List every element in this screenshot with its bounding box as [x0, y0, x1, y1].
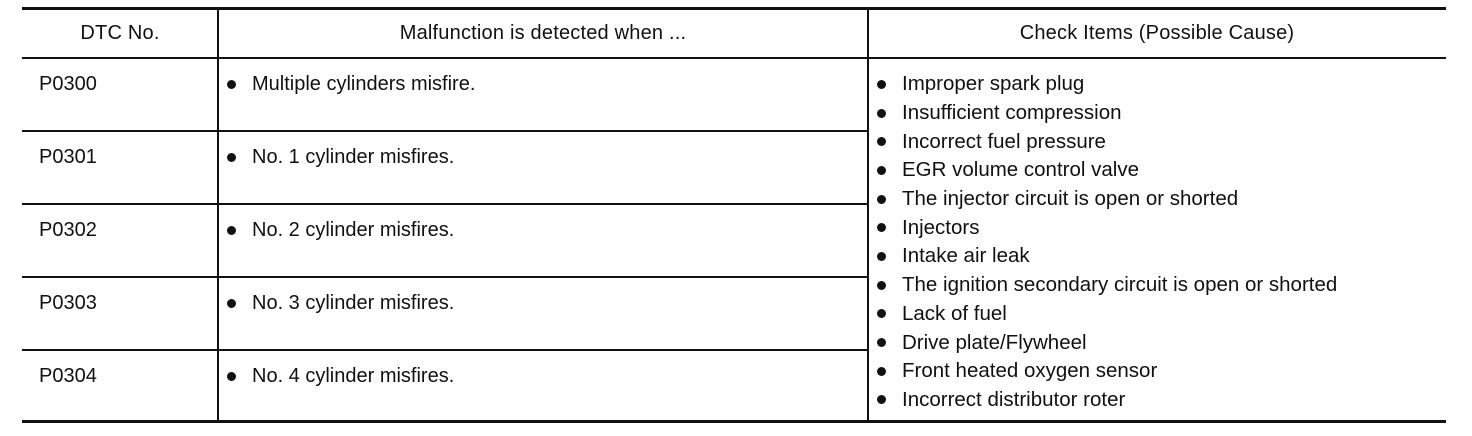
- check-items-list: Improper spark plug Insufficient compres…: [877, 70, 1337, 414]
- bullet-icon: [877, 194, 886, 204]
- list-item: The ignition secondary circuit is open o…: [877, 271, 1337, 300]
- check-item-text: Intake air leak: [902, 244, 1030, 268]
- list-item: Drive plate/Flywheel: [877, 328, 1337, 357]
- list-item: Injectors: [877, 213, 1337, 242]
- header-divider: [22, 57, 1446, 59]
- malfunction-cell: No. 2 cylinder misfires.: [227, 219, 454, 242]
- check-item-text: Insufficient compression: [902, 101, 1122, 125]
- list-item: Lack of fuel: [877, 300, 1337, 329]
- dtc-code: P0301: [39, 146, 97, 168]
- bullet-icon: [227, 372, 236, 381]
- table-row: P0300 Multiple cylinders misfire.: [22, 59, 868, 131]
- check-item-text: EGR volume control valve: [902, 158, 1139, 182]
- bullet-icon: [227, 80, 236, 89]
- check-item-text: Injectors: [902, 215, 980, 239]
- malfunction-cell: No. 1 cylinder misfires.: [227, 146, 454, 169]
- list-item: Insufficient compression: [877, 99, 1337, 128]
- table-row: P0302 No. 2 cylinder misfires.: [22, 205, 868, 277]
- list-item: Front heated oxygen sensor: [877, 357, 1337, 386]
- bullet-icon: [877, 251, 886, 261]
- row-divider: [22, 276, 868, 278]
- malfunction-cell: No. 4 cylinder misfires.: [227, 365, 454, 388]
- malfunction-text: No. 1 cylinder misfires.: [252, 146, 455, 168]
- check-item-text: The ignition secondary circuit is open o…: [902, 273, 1338, 297]
- malfunction-text: Multiple cylinders misfire.: [252, 73, 476, 95]
- dtc-code: P0302: [39, 219, 97, 241]
- bullet-icon: [877, 309, 886, 319]
- dtc-code: P0300: [39, 73, 97, 95]
- bullet-icon: [877, 366, 886, 376]
- bullet-icon: [877, 338, 886, 348]
- header-check-items: Check Items (Possible Cause): [1019, 22, 1295, 44]
- table-row: P0303 No. 3 cylinder misfires.: [22, 278, 868, 350]
- check-item-text: Incorrect distributor roter: [902, 387, 1126, 411]
- malfunction-text: No. 2 cylinder misfires.: [252, 219, 455, 241]
- dtc-code: P0304: [39, 365, 97, 387]
- check-item-text: Drive plate/Flywheel: [902, 330, 1087, 354]
- table-row: P0301 No. 1 cylinder misfires.: [22, 132, 868, 204]
- column-divider-2: [867, 10, 869, 420]
- malfunction-cell: Multiple cylinders misfire.: [227, 73, 475, 96]
- list-item: Improper spark plug: [877, 70, 1337, 99]
- bullet-icon: [877, 280, 886, 290]
- list-item: Intake air leak: [877, 242, 1337, 271]
- list-item: EGR volume control valve: [877, 156, 1337, 185]
- bullet-icon: [877, 79, 886, 89]
- malfunction-text: No. 4 cylinder misfires.: [252, 365, 455, 387]
- check-item-text: Improper spark plug: [902, 72, 1085, 96]
- check-item-text: Lack of fuel: [902, 301, 1007, 325]
- malfunction-cell: No. 3 cylinder misfires.: [227, 292, 454, 315]
- bullet-icon: [227, 226, 236, 235]
- bullet-icon: [227, 299, 236, 308]
- row-divider: [22, 349, 868, 351]
- header-dtc-no: DTC No.: [80, 22, 160, 44]
- table-row: P0304 No. 4 cylinder misfires.: [22, 351, 868, 423]
- bullet-icon: [227, 153, 236, 162]
- header-malfunction: Malfunction is detected when ...: [399, 22, 687, 44]
- bullet-icon: [877, 395, 886, 405]
- bullet-icon: [877, 165, 886, 175]
- bullet-icon: [877, 137, 886, 147]
- check-item-text: Front heated oxygen sensor: [902, 359, 1158, 383]
- bullet-icon: [877, 223, 886, 233]
- malfunction-text: No. 3 cylinder misfires.: [252, 292, 455, 314]
- check-item-text: The injector circuit is open or shorted: [902, 187, 1239, 211]
- dtc-code: P0303: [39, 292, 97, 314]
- check-item-text: Incorrect fuel pressure: [902, 129, 1106, 153]
- row-divider: [22, 130, 868, 132]
- dtc-table: DTC No. Malfunction is detected when ...…: [22, 7, 1446, 423]
- list-item: The injector circuit is open or shorted: [877, 185, 1337, 214]
- list-item: Incorrect distributor roter: [877, 386, 1337, 415]
- column-divider-1: [217, 10, 219, 420]
- row-divider: [22, 203, 868, 205]
- list-item: Incorrect fuel pressure: [877, 127, 1337, 156]
- bullet-icon: [877, 108, 886, 118]
